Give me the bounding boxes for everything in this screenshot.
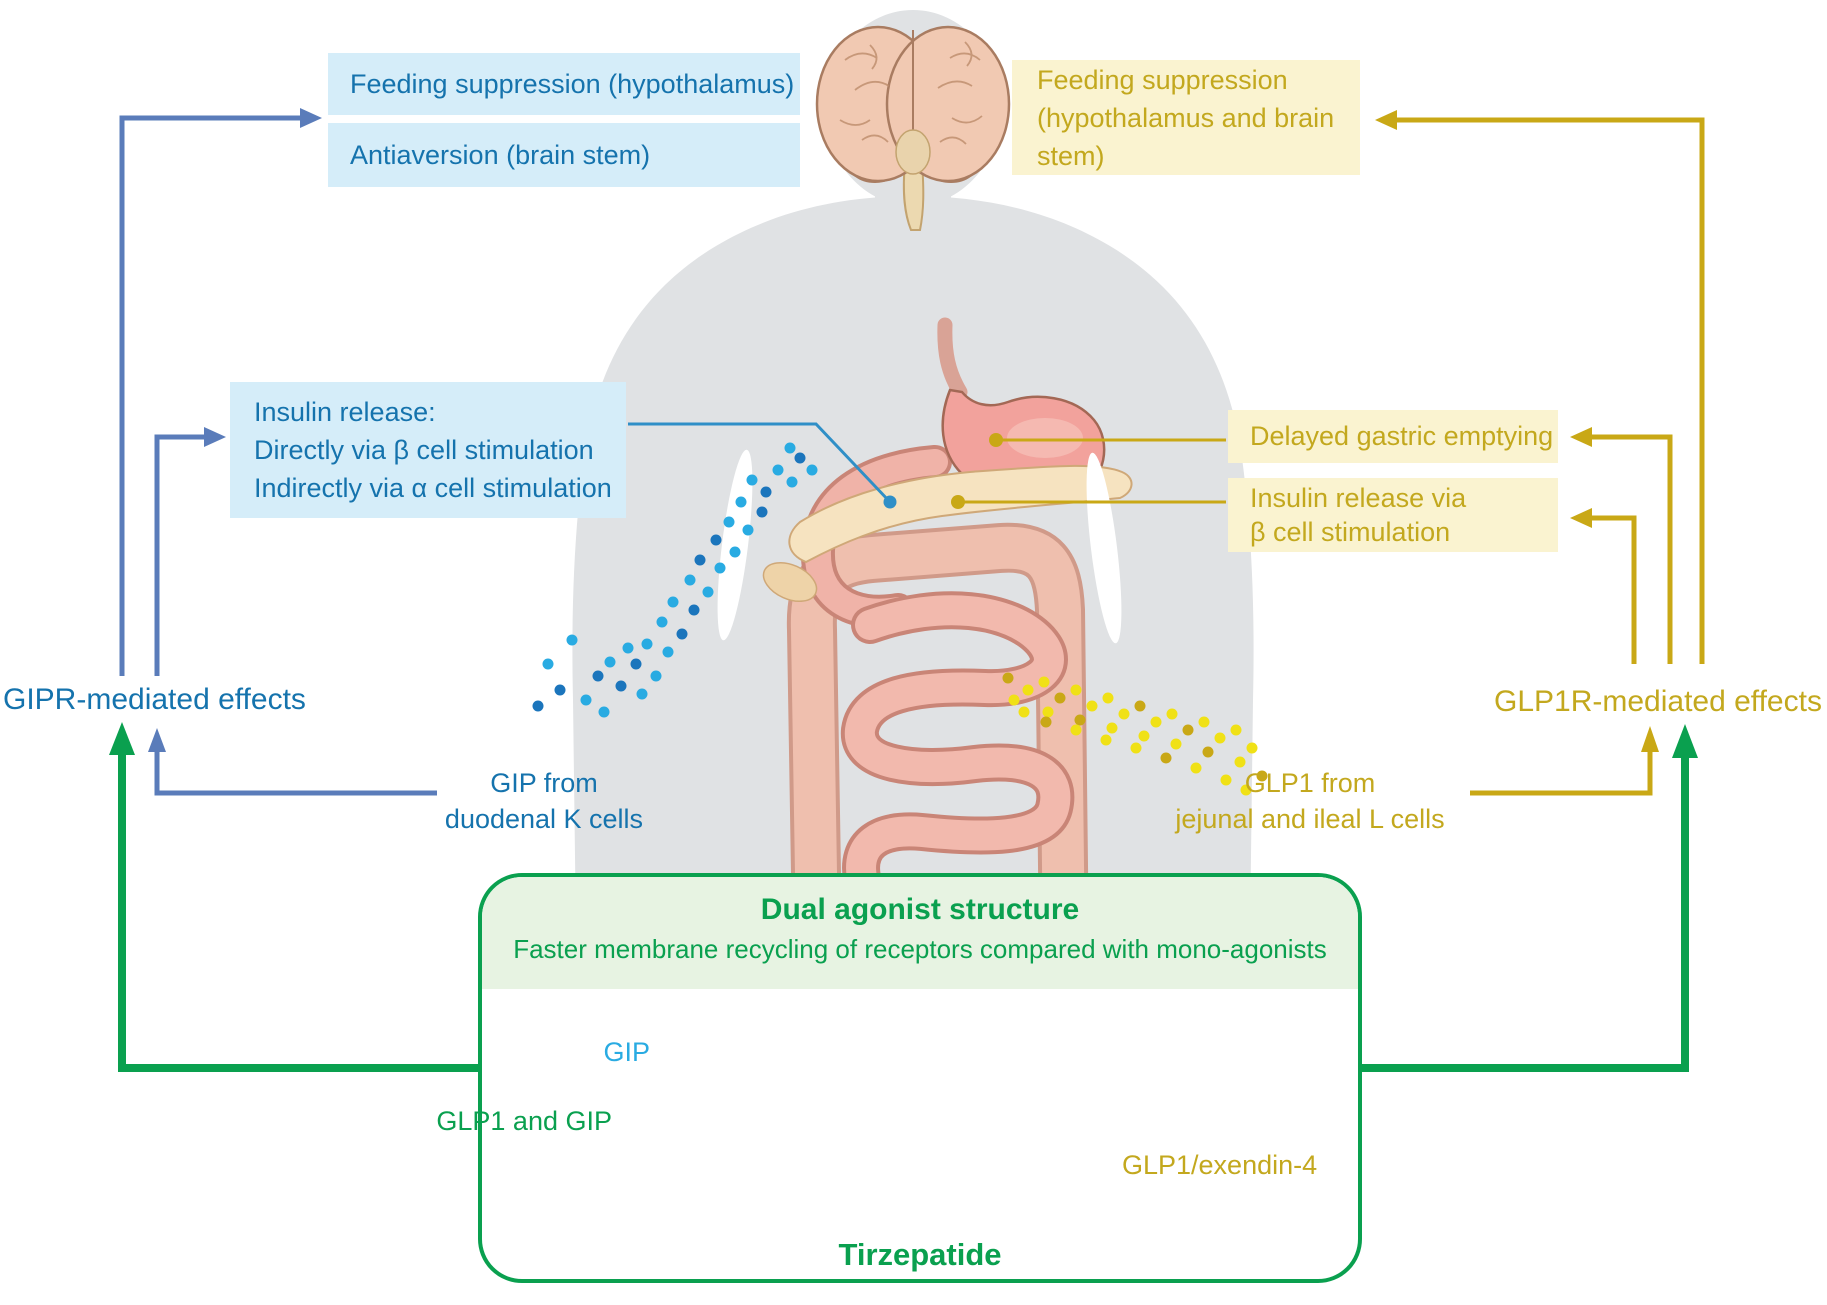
- feeding-suppression-right-box: Feeding suppression (hypothalamus and br…: [1012, 60, 1360, 175]
- glp1-source-line2: jejunal and ileal L cells: [1175, 804, 1445, 834]
- dual-agonist-arrows: [109, 722, 1698, 1072]
- glp1r-pathway-arrows: [1375, 110, 1705, 796]
- pancreas-illustration: [762, 464, 1133, 603]
- brain-illustration: [815, 25, 1011, 231]
- antiaversion-text: Antiaversion (brain stem): [350, 139, 651, 170]
- feeding-suppression-left-text: Feeding suppression (hypothalamus): [350, 68, 795, 99]
- antiaversion-box: Antiaversion (brain stem): [328, 123, 800, 187]
- feeding-suppression-left-box: Feeding suppression (hypothalamus): [328, 53, 800, 115]
- gipr-effects-label: GIPR-mediated effects: [3, 683, 306, 716]
- glp1r-effects-label: GLP1R-mediated effects: [1494, 685, 1822, 718]
- gip-source-line2: duodenal K cells: [444, 804, 644, 834]
- glp1-exendin-chain-label: GLP1/exendin-4: [1122, 1150, 1318, 1180]
- feeding-suppression-right-line2: (hypothalamus and brain stem): [1037, 102, 1335, 171]
- insulin-release-line2: Directly via β cell stimulation: [254, 435, 594, 465]
- dual-agonist-subtitle: Faster membrane recycling of receptors c…: [513, 934, 1327, 964]
- insulin-release-right-line1: Insulin release via: [1250, 483, 1467, 513]
- insulin-release-right-box: Insulin release via β cell stimulation: [1228, 478, 1558, 552]
- gipr-pathway-arrows: [119, 108, 437, 796]
- insulin-release-left-box: Insulin release: Directly via β cell sti…: [230, 382, 626, 518]
- dual-agonist-title: Dual agonist structure: [760, 893, 1080, 926]
- gip-hormone-dots: [532, 442, 818, 718]
- insulin-release-title: Insulin release:: [254, 397, 436, 427]
- gip-source-line1: GIP from: [490, 768, 598, 798]
- glp1-source-line1: GLP1 from: [1244, 768, 1376, 798]
- dual-agonist-header: Dual agonist structure Faster membrane r…: [482, 877, 1358, 989]
- feeding-suppression-right-line1: Feeding suppression: [1037, 64, 1288, 95]
- insulin-release-line3: Indirectly via α cell stimulation: [254, 473, 612, 503]
- drug-name-label: Tirzepatide: [838, 1237, 1002, 1272]
- glp1-source-label: GLP1 from jejunal and ileal L cells: [1150, 765, 1470, 837]
- glp1-hormone-dots: [1002, 672, 1268, 796]
- delayed-gastric-emptying-box: Delayed gastric emptying: [1228, 410, 1558, 463]
- insulin-release-right-line2: β cell stimulation: [1250, 517, 1451, 547]
- gip-chain-label: GIP: [603, 1037, 650, 1067]
- dual-agonist-panel: Dual agonist structure Faster membrane r…: [478, 873, 1362, 1283]
- delayed-gastric-emptying-text: Delayed gastric emptying: [1250, 421, 1554, 451]
- gip-source-label: GIP from duodenal K cells: [413, 765, 675, 837]
- glp1-and-gip-chain-label: GLP1 and GIP: [436, 1106, 612, 1136]
- organ-leader-lines: [628, 422, 1226, 509]
